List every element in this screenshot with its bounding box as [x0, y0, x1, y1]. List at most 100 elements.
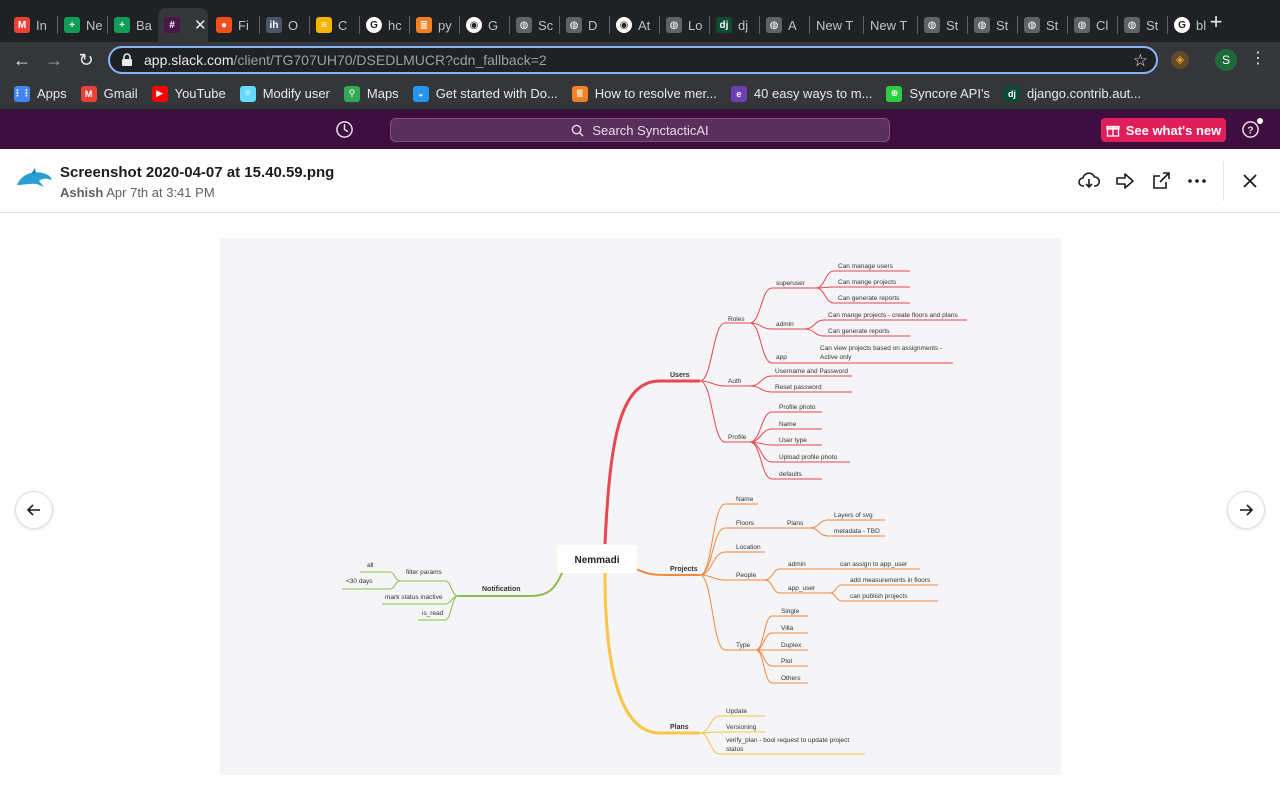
tab-separator [309, 16, 310, 34]
browser-tab[interactable]: ◍St [968, 8, 1016, 42]
mindmap-node-label: Auth [728, 378, 742, 385]
mindmap-node-label: is_read [422, 610, 444, 617]
back-icon[interactable]: ← [13, 50, 31, 70]
bookmark-item[interactable]: ◒Get started with Do... [412, 85, 558, 102]
previous-image-button[interactable] [15, 491, 53, 529]
mindmap-node-label: Update [726, 708, 747, 715]
google-icon: G [366, 17, 382, 33]
bookmark-item[interactable]: ⚛Modify user [239, 85, 330, 102]
file-meta: Ashish Apr 7th at 3:41 PM [60, 185, 215, 200]
mindmap-node-label: Can generate reports [828, 328, 890, 335]
mindmap-node-label: Can mange projects - create floors and p… [828, 312, 958, 319]
mindmap-node-label: add measurements in floors [850, 577, 931, 584]
browser-tab[interactable]: +Ne [58, 8, 106, 42]
history-clock-icon[interactable] [335, 120, 354, 139]
browser-tab[interactable]: #✕ [158, 8, 208, 42]
mindmap-node-label: Name [736, 496, 754, 503]
browser-menu-icon[interactable]: ⋮ [1250, 50, 1266, 67]
extension-icon[interactable]: ◈ [1171, 51, 1189, 69]
mindmap-branch [829, 592, 938, 602]
mindmap-branch [699, 732, 865, 755]
browser-tab-label: bl [1196, 17, 1207, 33]
open-external-icon[interactable] [1150, 170, 1172, 192]
address-bar[interactable]: app.slack.com/client/TG707UH70/DSEDLMUCR… [108, 46, 1158, 74]
file-timestamp: Apr 7th at 3:41 PM [106, 185, 215, 200]
help-icon[interactable]: ? [1241, 120, 1260, 139]
file-name: Screenshot 2020-04-07 at 15.40.59.png [60, 164, 335, 181]
browser-tab[interactable]: +Ba [108, 8, 156, 42]
bookmark-label: Maps [366, 86, 399, 101]
next-image-button[interactable] [1227, 491, 1265, 529]
mindmap-node-label: Profile photo [779, 404, 816, 411]
mindmap-node-label: can publish projects [850, 593, 908, 600]
see-whats-new-button[interactable]: See what's new [1101, 118, 1226, 142]
profile-avatar[interactable]: S [1215, 49, 1237, 71]
browser-tab[interactable]: ≣py [410, 8, 458, 42]
mindmap-branch [815, 287, 910, 304]
browser-tab[interactable]: ≡C [310, 8, 358, 42]
browser-tab-label: C [338, 17, 348, 33]
tab-separator [559, 16, 560, 34]
e-icon: e [730, 85, 747, 102]
apps-grid-icon: ⋮⋮ [13, 85, 31, 102]
tab-close-icon[interactable]: ✕ [194, 17, 207, 34]
more-actions-icon[interactable] [1186, 170, 1208, 192]
new-tab-button[interactable]: + [1209, 9, 1223, 34]
browser-tab[interactable]: ◍Lo [660, 8, 708, 42]
browser-tab[interactable]: ◍St [1018, 8, 1066, 42]
browser-tab[interactable]: ◉At [610, 8, 658, 42]
mindmap-node-label: Can mange projects [838, 279, 897, 286]
browser-tab[interactable]: ●Fi [210, 8, 258, 42]
mindmap-branch [804, 328, 910, 337]
bookmark-item[interactable]: ⋮⋮ Apps [13, 85, 67, 102]
browser-tab[interactable]: ◉G [460, 8, 508, 42]
globe-icon: ◍ [566, 17, 582, 33]
tab-separator [57, 16, 58, 34]
bookmark-item[interactable]: ⚲Maps [343, 85, 399, 102]
slack-icon: # [164, 17, 180, 33]
browser-tab-label: dj [738, 17, 749, 33]
mindmap-branch [699, 551, 765, 576]
browser-tab[interactable]: New T [864, 8, 916, 42]
react-icon: ⚛ [239, 85, 256, 102]
bookmark-item[interactable]: ≣How to resolve mer... [571, 85, 717, 102]
file-author[interactable]: Ashish [60, 185, 104, 200]
search-bar[interactable]: Search SynctacticAI [390, 118, 890, 142]
share-icon[interactable] [1114, 170, 1136, 192]
browser-tab[interactable]: ◍Cl [1068, 8, 1116, 42]
browser-tab[interactable]: ◍Sc [510, 8, 558, 42]
mindmap-branch [749, 411, 822, 443]
mindmap-node-label: Username and Password [775, 368, 848, 375]
bookmark-item[interactable]: ⊕Syncore API's [886, 85, 990, 102]
browser-tab[interactable]: New T [810, 8, 862, 42]
tab-separator [409, 16, 410, 34]
bookmark-label: Apps [37, 86, 67, 101]
reload-icon[interactable]: ↻ [78, 50, 94, 70]
download-icon[interactable] [1078, 170, 1100, 192]
browser-tab[interactable]: ◍D [560, 8, 608, 42]
bookmark-star-icon[interactable]: ☆ [1132, 51, 1148, 70]
mindmap-branch [699, 731, 765, 734]
close-icon[interactable] [1239, 170, 1261, 192]
arrow-left-icon [26, 504, 40, 516]
browser-tab[interactable]: ◍St [1118, 8, 1166, 42]
browser-tab-label: O [288, 17, 299, 33]
mindmap-node-label: metadata - TBD [834, 528, 880, 535]
browser-tab[interactable]: ◍A [760, 8, 808, 42]
mindmap-branch [755, 632, 808, 651]
forward-icon[interactable]: → [45, 50, 63, 70]
mindmap-branch [418, 595, 459, 621]
bookmark-item[interactable]: ▶YouTube [151, 85, 226, 102]
mindmap-node-label: Roles [728, 316, 745, 323]
browser-tab[interactable]: ◍St [918, 8, 966, 42]
svg-text:?: ? [1247, 125, 1253, 136]
